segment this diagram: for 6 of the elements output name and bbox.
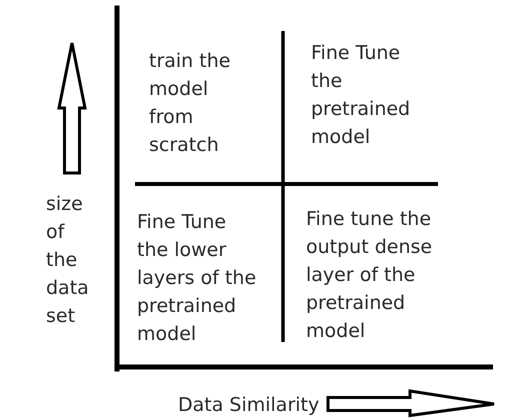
- quadrant-label: Fine Tune the pretrained model: [311, 41, 410, 150]
- axis-label: size of the data set: [46, 192, 89, 329]
- quadrant-label: train the model from scratch: [149, 49, 230, 158]
- quadrant-label: Fine Tune the lower layers of the pretrained model: [137, 210, 256, 347]
- quadrant-label: Fine tune the output dense layer of the pretrained model: [306, 207, 432, 344]
- axis-label: Data Similarity: [178, 393, 320, 418]
